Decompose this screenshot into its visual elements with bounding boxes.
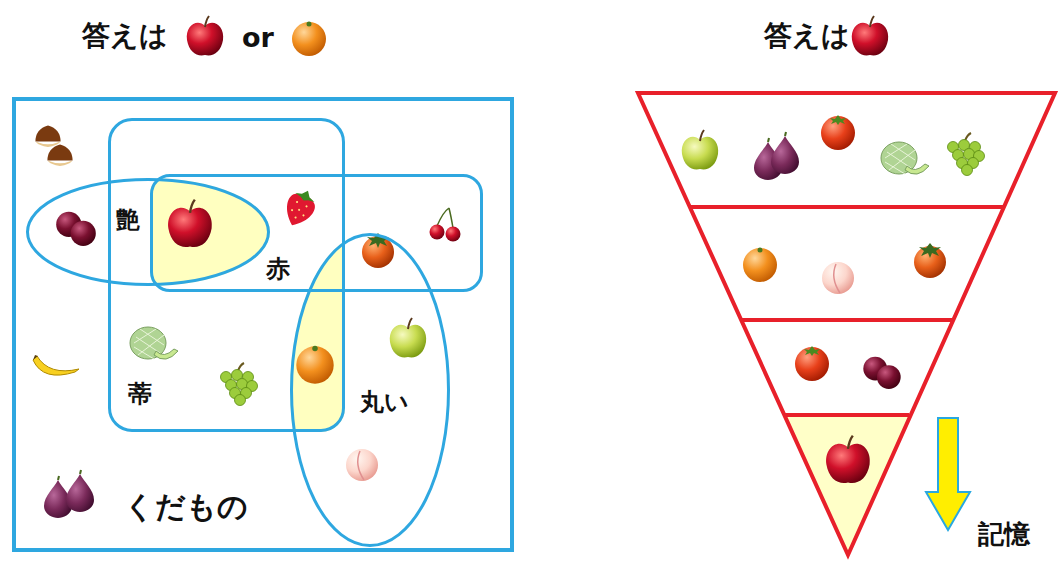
strawberry-icon: [279, 185, 320, 231]
memory-label: 記憶: [978, 520, 1030, 550]
grape-icon: [948, 133, 985, 176]
melon-icon: [130, 327, 178, 359]
band-divider: [785, 413, 909, 417]
set-label: 赤: [266, 256, 290, 284]
plum-icon: [863, 357, 900, 389]
attribute-ellipse: 艶: [26, 178, 270, 286]
category-frame: 蒂 艶赤丸いくだもの: [12, 97, 514, 552]
band-divider: [689, 205, 1005, 209]
apple-icon: [826, 436, 870, 483]
apple-icon: [168, 200, 212, 247]
orange-icon: [292, 22, 326, 57]
apple-icon: [187, 16, 223, 55]
set-label: 蒂: [128, 381, 152, 409]
peach-icon: [346, 449, 378, 481]
plum-icon: [56, 212, 96, 246]
orange-icon: [296, 346, 333, 384]
set-label: くだもの: [124, 490, 248, 525]
overlap-highlight: [108, 118, 345, 432]
ellipse-outline: [28, 180, 269, 285]
ellipse-outline: [292, 235, 449, 546]
tomato-icon: [821, 115, 855, 150]
band-divider: [741, 318, 953, 322]
fig-icon: [66, 470, 94, 512]
grape-icon: [221, 363, 258, 406]
attribute-ellipse: 丸い: [290, 233, 450, 547]
green-apple-icon: [682, 130, 718, 169]
chestnut-icon: [35, 125, 60, 147]
fig-icon: [771, 132, 799, 174]
funnel-outline: [638, 93, 1055, 555]
ellipse-outline: [26, 178, 270, 286]
set-label: 艶: [116, 207, 140, 235]
peach-icon: [822, 262, 854, 294]
chestnut-icon: [47, 144, 72, 166]
orange-icon: [743, 248, 777, 283]
memory-band-fill: [785, 415, 909, 555]
heading-text: or: [242, 22, 274, 53]
attribute-box: 蒂: [108, 118, 345, 432]
memory-arrow: [926, 418, 970, 530]
persimmon-icon: [914, 243, 946, 278]
set-label: 丸い: [360, 389, 409, 417]
melon-icon: [881, 142, 929, 174]
banana-icon: [33, 355, 79, 375]
green-apple-icon: [390, 318, 426, 357]
apple-icon: [852, 16, 888, 55]
heading-text: 答えは: [764, 20, 850, 52]
heading-text: 答えは: [82, 20, 168, 52]
tomato-icon: [795, 346, 829, 381]
cherry-icon: [430, 208, 461, 242]
